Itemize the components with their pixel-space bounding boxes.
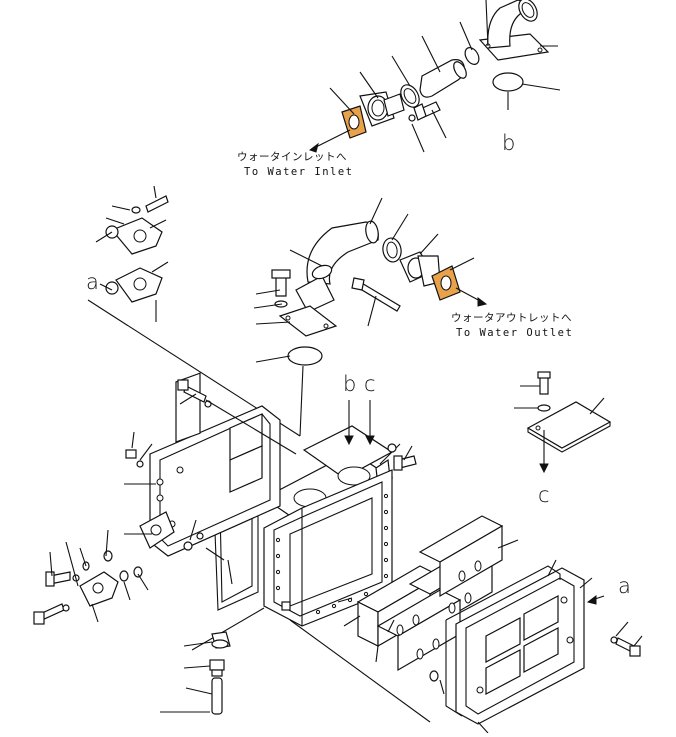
blind-cover-plate (526, 401, 612, 453)
water-outlet-label-jp: ウォータアウトレットへ (451, 312, 572, 324)
leader-lines-middle (253, 197, 488, 437)
middle-base-plate (278, 305, 338, 337)
right-cover-gasket (445, 565, 561, 717)
top-clamp (400, 84, 420, 108)
inlet-gasket (341, 105, 367, 139)
water-inlet-label-en: To Water Inlet (244, 166, 354, 178)
drain-plug-parts (209, 631, 231, 715)
blind-cover-bolt (537, 371, 551, 412)
left-small-flange (33, 550, 143, 625)
top-oring (464, 47, 480, 65)
top-flange-fitting (359, 91, 405, 127)
leader-lines-blind (514, 385, 605, 474)
middle-bolt-washer (271, 269, 291, 308)
leader-lines-top (308, 0, 561, 153)
middle-oring (287, 346, 323, 366)
right-bolts (610, 636, 641, 657)
top-hose (419, 59, 467, 98)
middle-long-bolt (351, 277, 401, 312)
water-outlet-label-en: To Water Outlet (456, 327, 574, 339)
ref-a-left: a (86, 270, 99, 294)
top-bolt (408, 101, 441, 122)
leader-lines-core (337, 539, 519, 695)
ref-b-top: b (502, 131, 516, 155)
ref-b-housing: b (343, 372, 357, 396)
middle-hose (382, 237, 402, 263)
ref-a-right: a (618, 574, 631, 598)
arrow-b-c (344, 400, 417, 471)
outlet-gasket (431, 265, 461, 301)
left-upper-flange (105, 195, 169, 303)
cooler-core-elements (356, 515, 504, 682)
ref-c-housing: c (364, 372, 376, 396)
top-elbow-pipe (478, 0, 550, 61)
top-oring-b (492, 72, 524, 92)
left-cover-plate (139, 372, 281, 557)
middle-clamp (311, 264, 333, 280)
leader-lines-drain (160, 641, 213, 713)
water-inlet-label-jp: ウォータインレットへ (237, 151, 347, 163)
ref-c-right: c (538, 483, 550, 507)
leader-lines-left-cover (49, 393, 297, 623)
middle-elbow-pipe (295, 220, 379, 313)
cooler-main-housing (262, 425, 394, 627)
